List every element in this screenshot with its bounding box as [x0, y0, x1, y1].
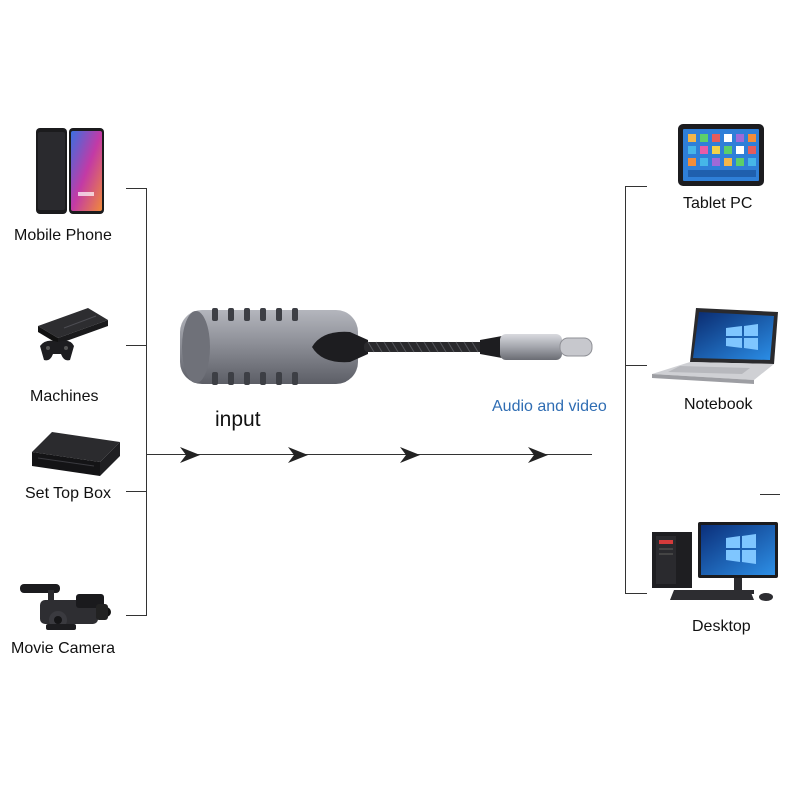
set-top-box-icon [32, 432, 120, 476]
label-tablet-pc: Tablet PC [683, 195, 753, 212]
label-set-top-box: Set Top Box [25, 485, 111, 502]
notebook-icon [652, 308, 778, 384]
tablet-pc-icon [678, 124, 764, 186]
label-notebook: Notebook [684, 396, 753, 413]
left-tick-machines [126, 345, 147, 346]
arrow-icon-4 [528, 447, 548, 463]
arrow-icon-3 [400, 447, 420, 463]
right-tick-notebook [625, 365, 647, 366]
game-console-icon [38, 308, 108, 361]
right-tick-desktop [625, 593, 647, 594]
flow-arrows [180, 447, 548, 463]
left-tick-mobile [126, 188, 147, 189]
arrow-icon-2 [288, 447, 308, 463]
right-tick-tablet [625, 186, 647, 187]
desktop-icon [652, 522, 778, 601]
input-label: input [215, 408, 261, 431]
movie-camera-icon [20, 584, 111, 630]
label-desktop: Desktop [692, 618, 751, 635]
label-movie-camera: Movie Camera [11, 640, 116, 657]
right-tick-extra [760, 494, 780, 495]
left-tick-camera [126, 615, 147, 616]
audio-video-label: Audio and video [492, 398, 607, 415]
right-bracket-vertical [625, 186, 626, 594]
left-bracket-vertical [146, 188, 147, 616]
signal-flow-line [146, 454, 592, 455]
label-machines: Machines [30, 388, 99, 405]
label-mobile-phone: Mobile Phone [14, 227, 112, 244]
mobile-phone-icon [36, 128, 104, 214]
arrow-icon-1 [180, 447, 200, 463]
usb-capture-adapter [180, 308, 593, 385]
left-tick-settop [126, 491, 147, 492]
